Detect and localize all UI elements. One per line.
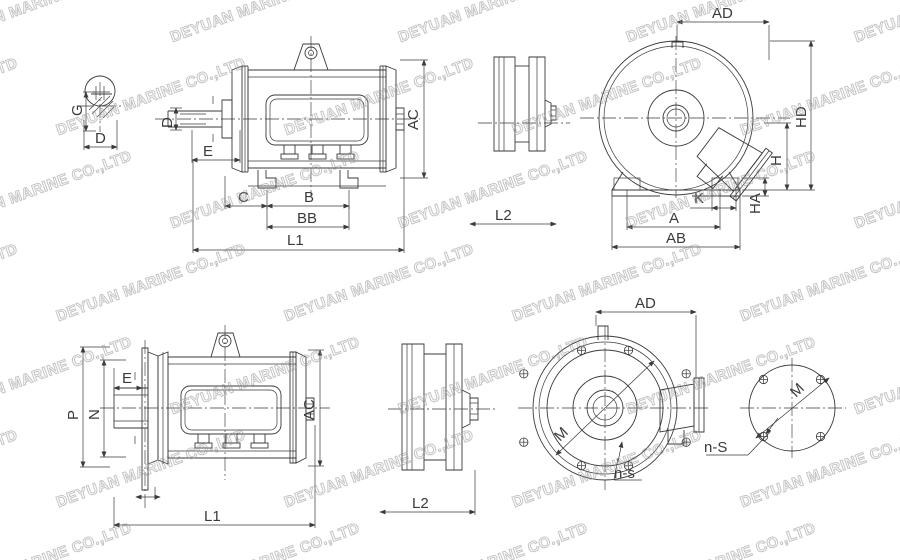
- dim-label-B: B: [304, 189, 314, 206]
- dim-label-n-s-lower: n-s: [614, 465, 635, 482]
- dim-label-BB: BB: [297, 210, 317, 227]
- dim-label-E-top: E: [203, 143, 213, 160]
- dim-label-L2-bottom: L2: [412, 495, 429, 512]
- dim-label-L2-top: L2: [495, 207, 512, 224]
- dim-label-D-shaft: D: [159, 117, 176, 128]
- view-top-end-elevation: AD HD H HA K A: [580, 5, 815, 250]
- dim-label-H: H: [768, 155, 785, 166]
- dim-label-HD: HD: [793, 106, 810, 128]
- view-bottom-side-elevation: P N E AC L1: [65, 325, 330, 528]
- dim-label-AD-top: AD: [712, 5, 733, 22]
- dim-label-L1-top: L1: [287, 232, 304, 249]
- dim-label-n-S-upper: n-S: [704, 439, 727, 456]
- view-keyway-detail: G D: [69, 75, 122, 150]
- view-top-side-elevation: D E AC C B BB: [155, 36, 428, 253]
- dim-label-AD-bottom: AD: [635, 295, 656, 312]
- dim-label-G: G: [69, 104, 86, 116]
- dim-label-AB: AB: [666, 230, 686, 247]
- cable-glands: [280, 144, 355, 160]
- dim-label-A: A: [669, 210, 679, 227]
- dim-label-E-bottom: E: [122, 370, 132, 387]
- dim-label-N: N: [86, 409, 103, 420]
- dim-label-P: P: [65, 410, 82, 420]
- view-top-narrow-end: L2: [469, 56, 570, 227]
- dim-label-AC-bottom: AC: [301, 399, 318, 420]
- dim-label-HA: HA: [747, 193, 764, 214]
- view-bottom-flange-face: M n-s AD: [518, 295, 710, 490]
- dim-label-C: C: [238, 189, 249, 206]
- dim-label-AC-top: AC: [405, 109, 422, 130]
- cable-glands-bottom: [194, 433, 269, 449]
- dim-label-M-large: M: [551, 424, 572, 445]
- view-bottom-narrow-end: L2: [379, 343, 496, 515]
- dim-label-L1-bottom: L1: [204, 508, 221, 525]
- dim-label-D-key: D: [95, 130, 106, 147]
- dim-label-K: K: [694, 190, 704, 207]
- view-bolt-circle-detail: M n-S: [704, 358, 846, 458]
